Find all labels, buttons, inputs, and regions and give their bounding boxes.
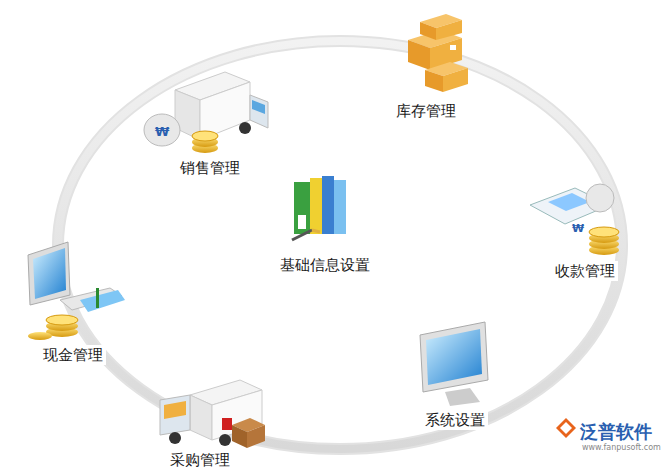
module-name: 销售管理 [180, 159, 240, 177]
svg-text:₩: ₩ [572, 222, 584, 235]
boxes-icon [408, 14, 468, 92]
logo-mark [556, 418, 576, 438]
module-name: 系统设置 [425, 411, 485, 429]
cash-monitor-icon [28, 242, 125, 340]
svg-text:₩: ₩ [155, 124, 170, 139]
cycle-ring-shade [58, 41, 622, 449]
module-name: 现金管理 [43, 346, 103, 364]
purchase-truck-icon [160, 380, 265, 448]
module-label: 现金管理 [40, 345, 106, 365]
system-monitor-icon [420, 322, 488, 406]
module-name: 基础信息设置 [280, 256, 370, 274]
module-label: 库存管理 [393, 101, 459, 121]
watermark-brand: 泛普软件 [580, 420, 652, 444]
watermark-url: www.fanpusoft.com [582, 443, 661, 452]
module-label: 基础信息设置 [277, 255, 373, 275]
module-name: 库存管理 [396, 102, 456, 120]
books-icon [292, 176, 346, 240]
cycle-ring [58, 41, 622, 449]
module-label: 采购管理 [167, 450, 233, 470]
sales-truck-icon: ₩ [144, 72, 268, 153]
module-label: 收款管理 [552, 261, 618, 281]
module-label: 销售管理 [177, 158, 243, 178]
module-label: 系统设置 [422, 410, 488, 430]
module-name: 采购管理 [170, 451, 230, 469]
calculator-icon: ₩ [530, 184, 619, 255]
module-name: 收款管理 [555, 262, 615, 280]
